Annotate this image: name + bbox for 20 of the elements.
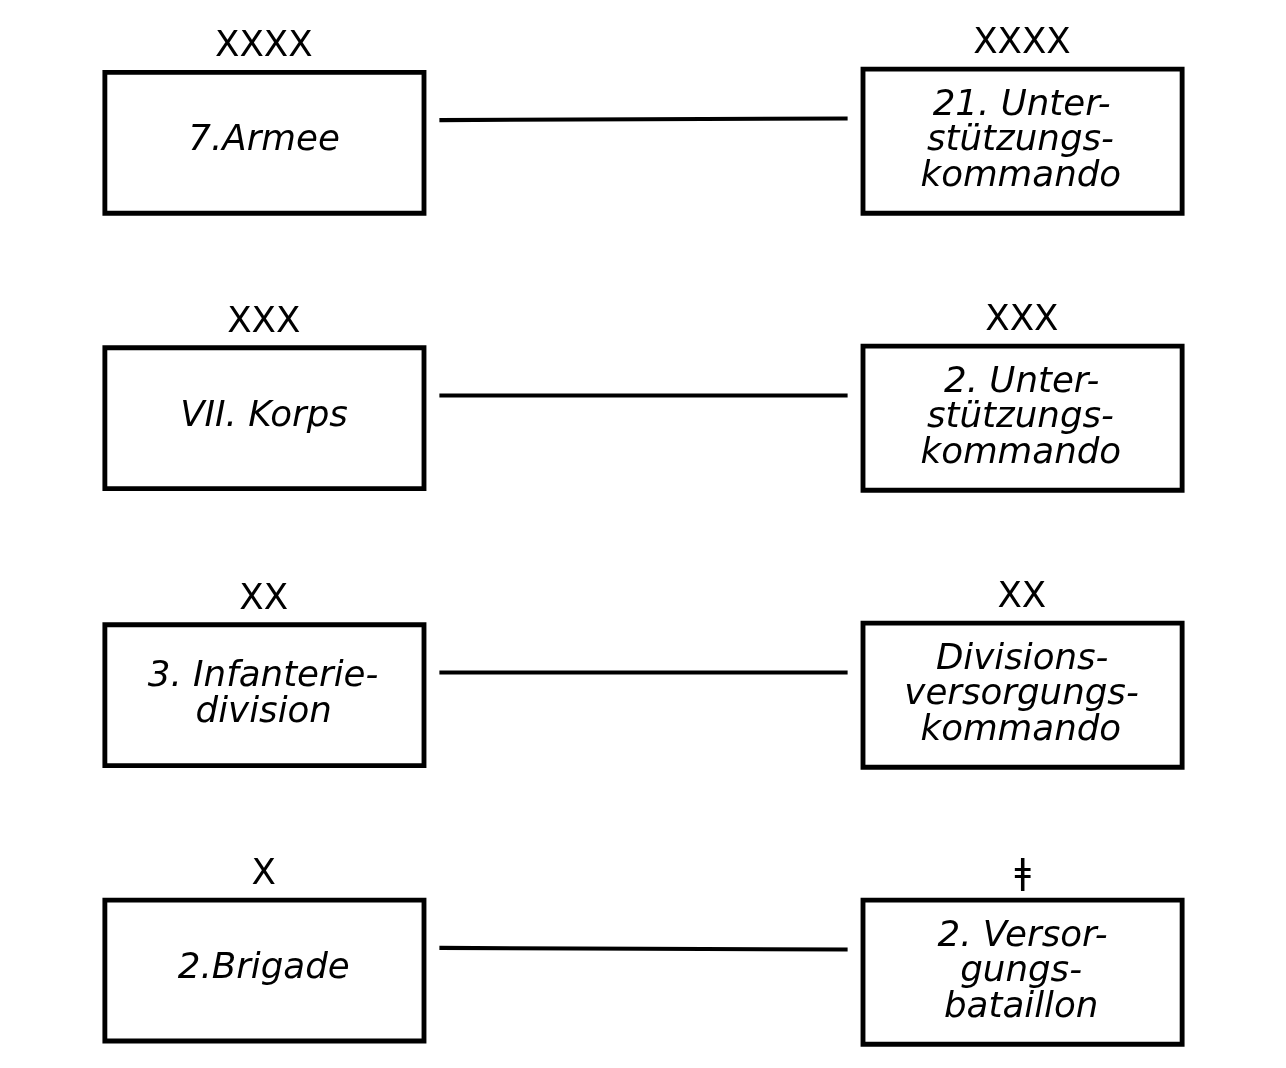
- node-box: 2. Unter- stützungs- kommando: [860, 343, 1185, 493]
- connector: [438, 393, 848, 398]
- node-box: VII. Korps: [101, 345, 426, 492]
- node-label: XX: [238, 575, 288, 617]
- node-label: XXXX: [972, 20, 1071, 62]
- connector: [438, 116, 848, 123]
- connector: [438, 945, 848, 952]
- connector: [438, 670, 848, 675]
- node-box: Divisions- versorgungs- kommando: [860, 620, 1185, 770]
- node-box: 3. Infanterie- division: [101, 622, 426, 769]
- node-label: XXX: [984, 297, 1059, 339]
- node-label: ǂ: [1013, 851, 1031, 893]
- node-label: XXXX: [214, 23, 313, 65]
- node-box: 21. Unter- stützungs- kommando: [860, 66, 1185, 216]
- node-label: XXX: [226, 298, 300, 340]
- node-box: 2. Versor- gungs- bataillon: [860, 897, 1185, 1047]
- node-label: XX: [996, 574, 1046, 616]
- node-box: 2.Brigade: [101, 897, 426, 1044]
- node-box: 7.Armee: [101, 69, 426, 216]
- node-label: X: [250, 851, 276, 893]
